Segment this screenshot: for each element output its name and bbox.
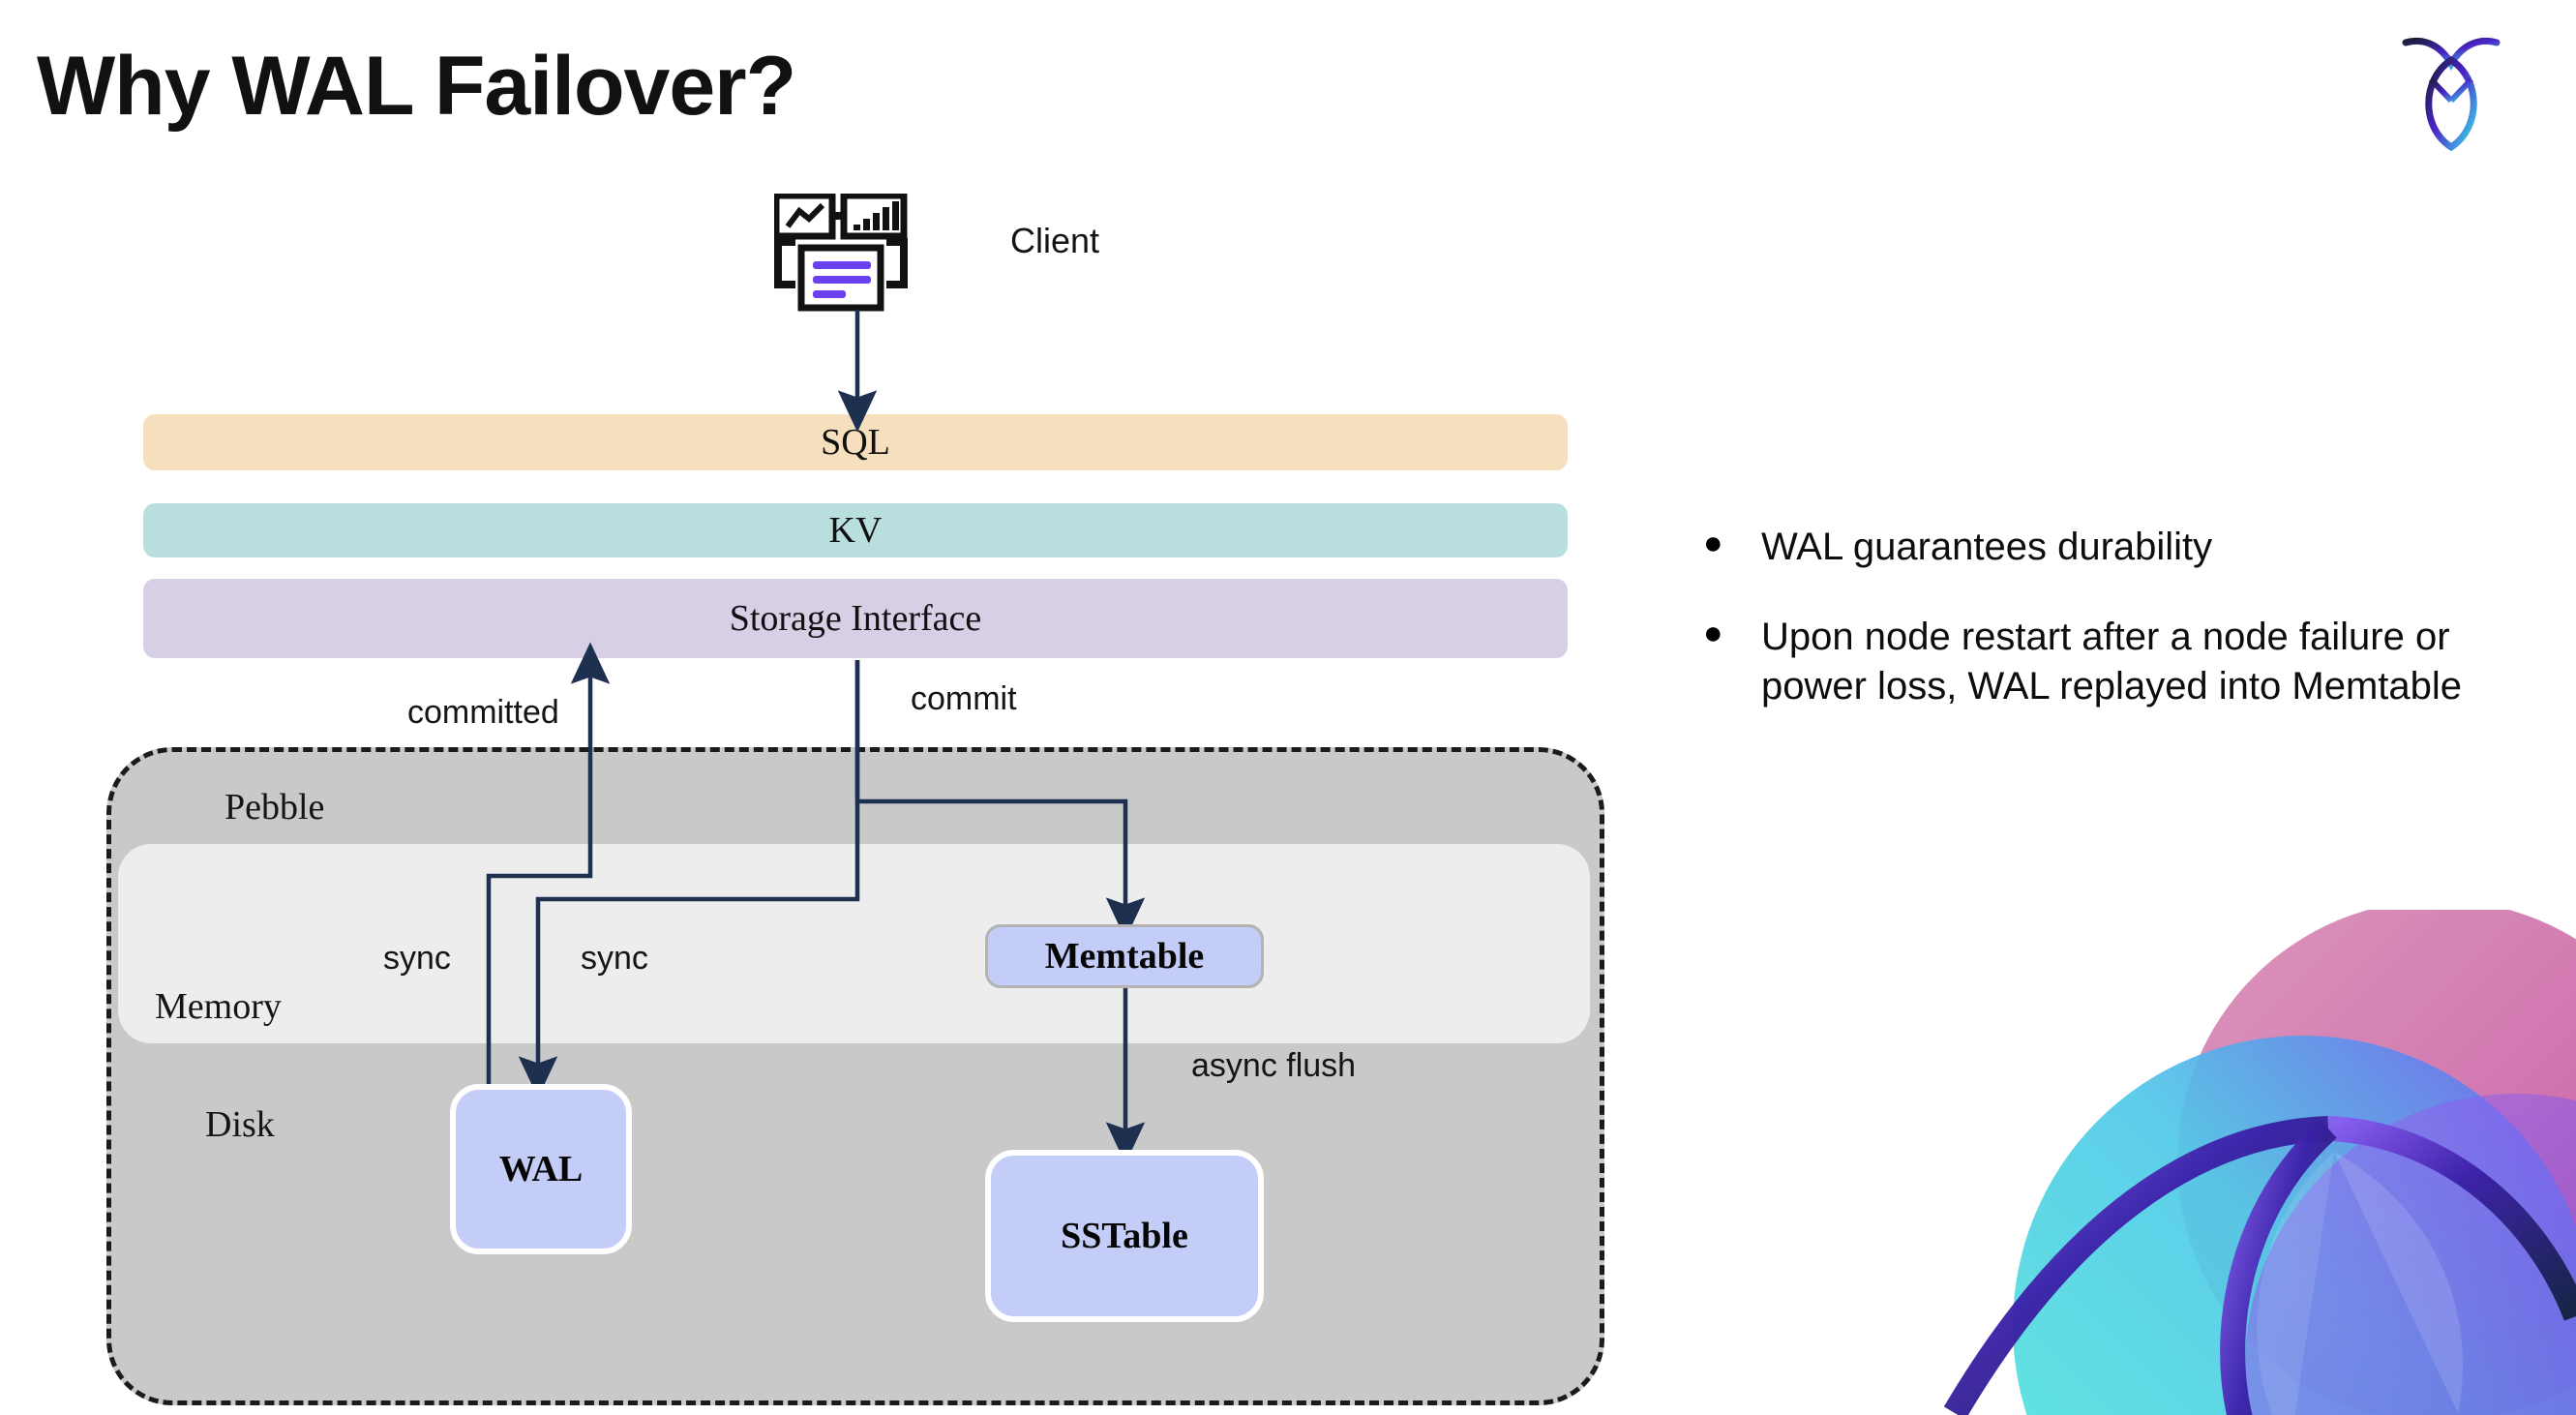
bullet-marker-icon: ● xyxy=(1703,525,1723,561)
disk-label: Disk xyxy=(205,1104,275,1145)
bullet-list: ● WAL guarantees durability ● Upon node … xyxy=(1703,523,2516,753)
entity-wal[interactable]: WAL xyxy=(450,1084,632,1254)
layer-bar-storage-interface[interactable]: Storage Interface xyxy=(143,579,1568,658)
pebble-label: Pebble xyxy=(225,787,325,828)
list-item: ● Upon node restart after a node failure… xyxy=(1703,613,2516,711)
entity-sstable[interactable]: SSTable xyxy=(985,1150,1264,1322)
entity-memtable-label: Memtable xyxy=(1044,936,1205,977)
cockroachdb-logo xyxy=(2398,27,2504,153)
client-label: Client xyxy=(1010,221,1100,260)
edge-label-commit: commit xyxy=(911,680,1017,717)
layer-bar-sql-label: SQL xyxy=(821,422,890,463)
layer-bar-storage-interface-label: Storage Interface xyxy=(729,598,982,639)
edge-label-committed: committed xyxy=(407,694,559,731)
layer-bar-kv[interactable]: KV xyxy=(143,503,1568,557)
entity-memtable[interactable]: Memtable xyxy=(985,924,1264,988)
decorative-circles-artwork xyxy=(1897,910,2576,1415)
entity-wal-label: WAL xyxy=(498,1149,584,1189)
edge-label-sync-1: sync xyxy=(383,940,451,977)
list-item: ● WAL guarantees durability xyxy=(1703,523,2516,572)
edge-label-async-flush: async flush xyxy=(1191,1047,1357,1084)
layer-bar-sql[interactable]: SQL xyxy=(143,414,1568,470)
memory-region xyxy=(118,844,1590,1043)
layer-bar-kv-label: KV xyxy=(828,510,883,551)
edge-label-sync-2: sync xyxy=(581,940,648,977)
bullet-marker-icon: ● xyxy=(1703,615,1723,652)
client-dashboard-icon xyxy=(772,192,929,319)
entity-sstable-label: SSTable xyxy=(1061,1216,1188,1256)
bullet-text: WAL guarantees durability xyxy=(1761,526,2213,568)
page-title: Why WAL Failover? xyxy=(37,40,796,133)
memory-label: Memory xyxy=(155,986,282,1027)
bullet-text: Upon node restart after a node failure o… xyxy=(1761,616,2463,708)
